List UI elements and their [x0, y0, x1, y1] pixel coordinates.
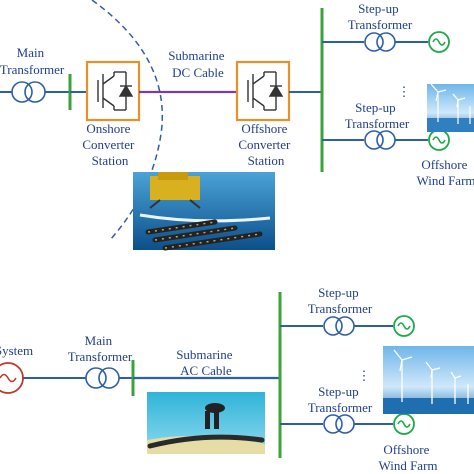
- cable-laying-vessel-photo: [133, 172, 275, 251]
- offshore-wind-farm-photo-bottom: [383, 346, 474, 414]
- ellipsis-top: ⋮: [398, 84, 411, 99]
- system-label: System: [0, 343, 33, 358]
- stepup-transformer-2-top: [364, 130, 396, 150]
- main-transformer-label-bottom: Main Transformer: [68, 333, 133, 364]
- offshore-wind-farm-photo-top: [427, 83, 474, 132]
- wind-generator-1-top: [428, 31, 450, 53]
- ellipsis-bottom: ⋮: [358, 368, 371, 383]
- stepup-label-2-top: Step-up Transformer: [345, 100, 410, 131]
- cable-diver-photo: [147, 392, 265, 454]
- main-transformer-top: [11, 81, 46, 103]
- dc-cable-label: Submarine DC Cable: [168, 48, 228, 80]
- ac-cable-label: Submarine AC Cable: [176, 347, 236, 378]
- wind-generator-2-top: [428, 129, 450, 151]
- onshore-station-label: Onshore Converter Station: [82, 121, 137, 168]
- wind-farm-label-bottom: Offshore Wind Farm: [378, 442, 437, 473]
- main-transformer-bottom: [85, 367, 120, 389]
- stepup-transformer-2-bottom: [323, 414, 355, 434]
- stepup-transformer-1-bottom: [323, 316, 355, 336]
- wind-farm-label-top: Offshore Wind Farm: [416, 157, 474, 188]
- stepup-label-2-bottom: Step-up Transformer: [308, 384, 373, 415]
- onshore-converter-box: [85, 60, 141, 122]
- coastline-boundary: [91, 0, 164, 241]
- hvdc-system: Main Transformer Onshore Converter Stati…: [0, 0, 474, 251]
- stepup-label-1-top: Step-up Transformer: [348, 1, 413, 32]
- wind-generator-2-bottom: [393, 413, 415, 435]
- offshore-station-label: Offshore Converter Station: [238, 121, 293, 168]
- system-source: [0, 362, 24, 394]
- stepup-label-1-bottom: Step-up Transformer: [308, 285, 373, 316]
- main-transformer-label-top: Main Transformer: [0, 45, 65, 77]
- hvac-system: System Main Transformer Submarine AC Cab…: [0, 285, 474, 473]
- stepup-transformer-1-top: [364, 32, 396, 52]
- offshore-converter-box: [235, 60, 291, 122]
- wind-generator-1-bottom: [393, 315, 415, 337]
